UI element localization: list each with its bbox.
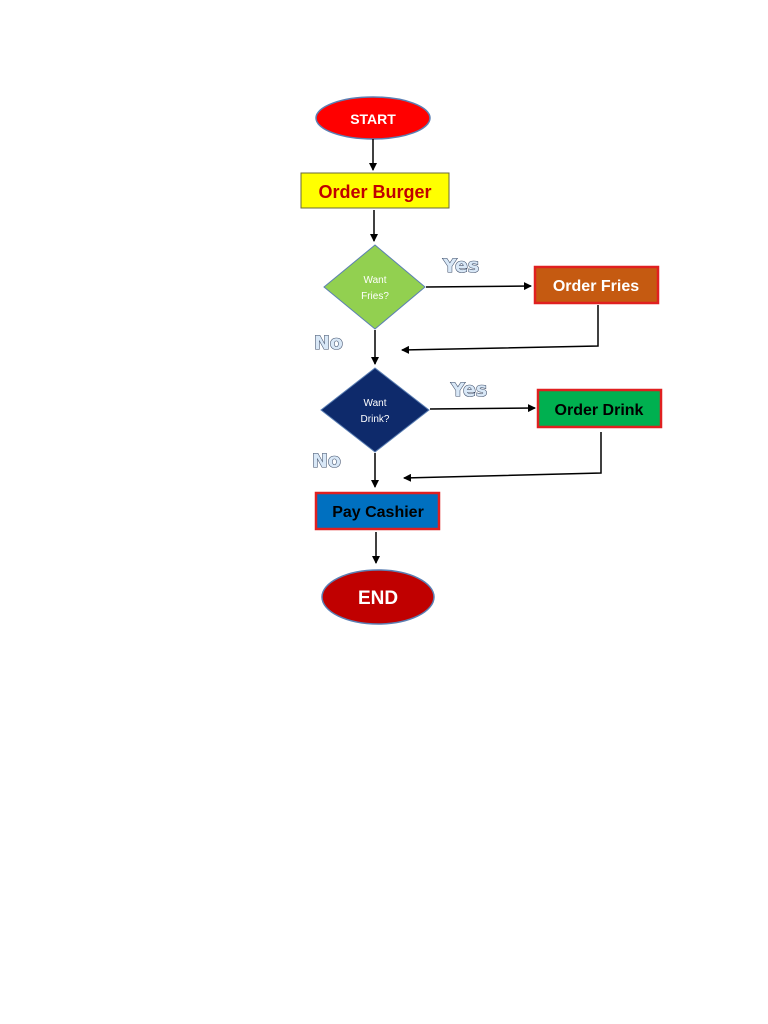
want-drink-label-line2: Drink? <box>361 414 390 425</box>
want-fries-label-line2: Fries? <box>361 291 389 302</box>
arrow-want-drink-yes <box>429 404 536 413</box>
want-fries-label-line1: Want <box>364 275 387 286</box>
order-burger-shape <box>300 172 450 209</box>
order-drink-node: Order Drink <box>536 388 663 429</box>
order-fries-label: Order Fries <box>553 278 639 295</box>
connector-order-fries-return <box>401 305 599 354</box>
order-drink-shape <box>536 388 663 429</box>
want-fries-decision: Want Fries? <box>323 244 426 330</box>
order-fries-shape <box>533 265 660 305</box>
pay-cashier-label: Pay Cashier <box>332 504 424 521</box>
fries-yes-label: Yes <box>442 255 479 277</box>
want-drink-label-line1: Want <box>364 398 387 409</box>
want-fries-shape <box>323 244 426 330</box>
pay-cashier-node: Pay Cashier <box>314 491 441 531</box>
drink-no-label: No <box>312 450 341 472</box>
order-fries-node: Order Fries <box>533 265 660 305</box>
drink-yes-label: Yes <box>450 379 487 401</box>
fries-no-label: No <box>314 332 343 354</box>
end-label: END <box>358 588 398 609</box>
pay-cashier-shape <box>314 491 441 531</box>
order-drink-label: Order Drink <box>555 402 644 419</box>
order-burger-label: Order Burger <box>318 182 431 202</box>
connector-order-drink-return <box>403 432 602 482</box>
arrow-want-fries-yes <box>425 282 532 291</box>
order-burger-node: Order Burger <box>300 172 450 209</box>
end-shape <box>321 569 435 625</box>
end-node: END <box>321 569 435 625</box>
want-drink-decision: Want Drink? <box>320 367 430 453</box>
want-drink-shape <box>320 367 430 453</box>
start-label: START <box>350 111 396 127</box>
start-node: START <box>315 96 431 140</box>
